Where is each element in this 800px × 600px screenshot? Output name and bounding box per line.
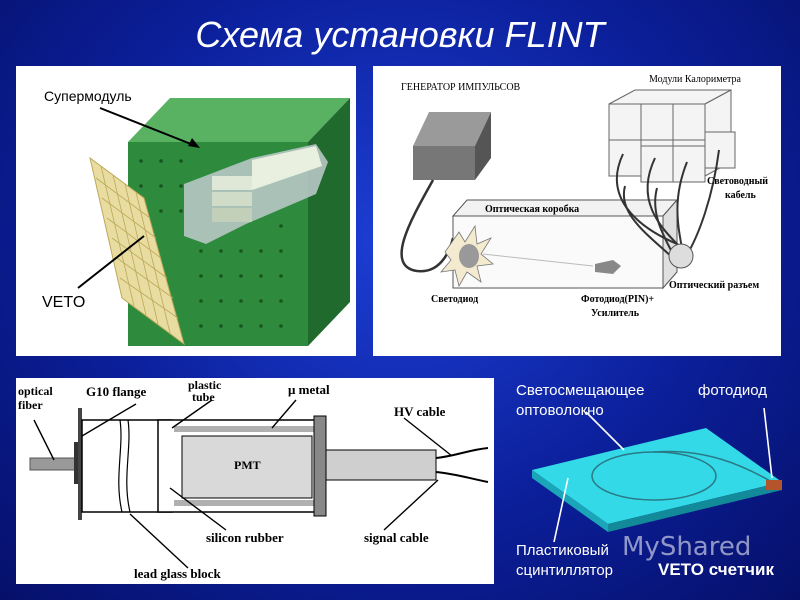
calorimeter-panel: ГЕНЕРАТОР ИМПУЛЬСОВ Модули Калориметра С… bbox=[373, 66, 781, 356]
calorimeter-modules-label: Модули Калориметра bbox=[649, 74, 741, 85]
signal-cable-label: signal cable bbox=[364, 530, 429, 545]
pmt-panel: optical fiber G10 flange plastic tube μ … bbox=[16, 378, 494, 584]
photodiode-label-2: Усилитель bbox=[591, 308, 640, 319]
supermodule-panel: Супермодуль VETO bbox=[16, 66, 356, 356]
optical-fiber-label-1: optical bbox=[18, 384, 53, 398]
supermodule-label: Супермодуль bbox=[44, 88, 132, 104]
veto-grid bbox=[89, 156, 185, 346]
scintillator-label-2: сцинтиллятор bbox=[516, 562, 614, 579]
hv-cable-label: HV cable bbox=[394, 404, 446, 419]
light-guide-cable-label-2: кабель bbox=[725, 190, 756, 201]
veto-label: VETO bbox=[42, 294, 86, 311]
light-guide-cable-label-1: Световодный bbox=[707, 176, 769, 187]
slide-title: Схема установки FLINT bbox=[195, 14, 605, 55]
pmt-cross-section bbox=[29, 399, 489, 569]
optical-fiber-label-2: fiber bbox=[18, 398, 43, 412]
mu-metal-label: μ metal bbox=[288, 382, 330, 397]
optical-connector-label: Оптический разъем bbox=[669, 280, 760, 291]
plastic-tube-label-2: tube bbox=[192, 390, 215, 404]
veto-counter-caption: VETO счетчик bbox=[658, 560, 774, 579]
wls-fiber-label-2: оптоволокно bbox=[516, 402, 604, 419]
veto-counter-illustration bbox=[532, 407, 782, 543]
scintillator-label-1: Пластиковый bbox=[516, 542, 609, 559]
silicon-rubber-label: silicon rubber bbox=[206, 530, 284, 545]
cube-holes bbox=[139, 159, 283, 328]
calibration-setup-illustration bbox=[400, 89, 736, 290]
photodiode-label-1: Фотодиод(PIN)+ bbox=[581, 294, 655, 305]
calorimeter-modules bbox=[608, 89, 736, 183]
g10-flange-label: G10 flange bbox=[86, 384, 147, 399]
lead-glass-block-label: lead glass block bbox=[134, 566, 221, 581]
photodiode-label: фотодиод bbox=[698, 382, 767, 399]
pulse-generator-label: ГЕНЕРАТОР ИМПУЛЬСОВ bbox=[401, 82, 521, 93]
optical-box-label: Оптическая коробка bbox=[485, 204, 580, 215]
pmt-label: PMT bbox=[234, 458, 261, 472]
supermodule-illustration bbox=[77, 98, 350, 346]
wls-fiber-label-1: Светосмещающее bbox=[516, 382, 645, 399]
plastic-tube-label-1: plastic bbox=[188, 378, 222, 392]
watermark: MyShared bbox=[622, 532, 752, 562]
led-label: Светодиод bbox=[431, 294, 479, 305]
photodiode-box bbox=[766, 480, 782, 490]
